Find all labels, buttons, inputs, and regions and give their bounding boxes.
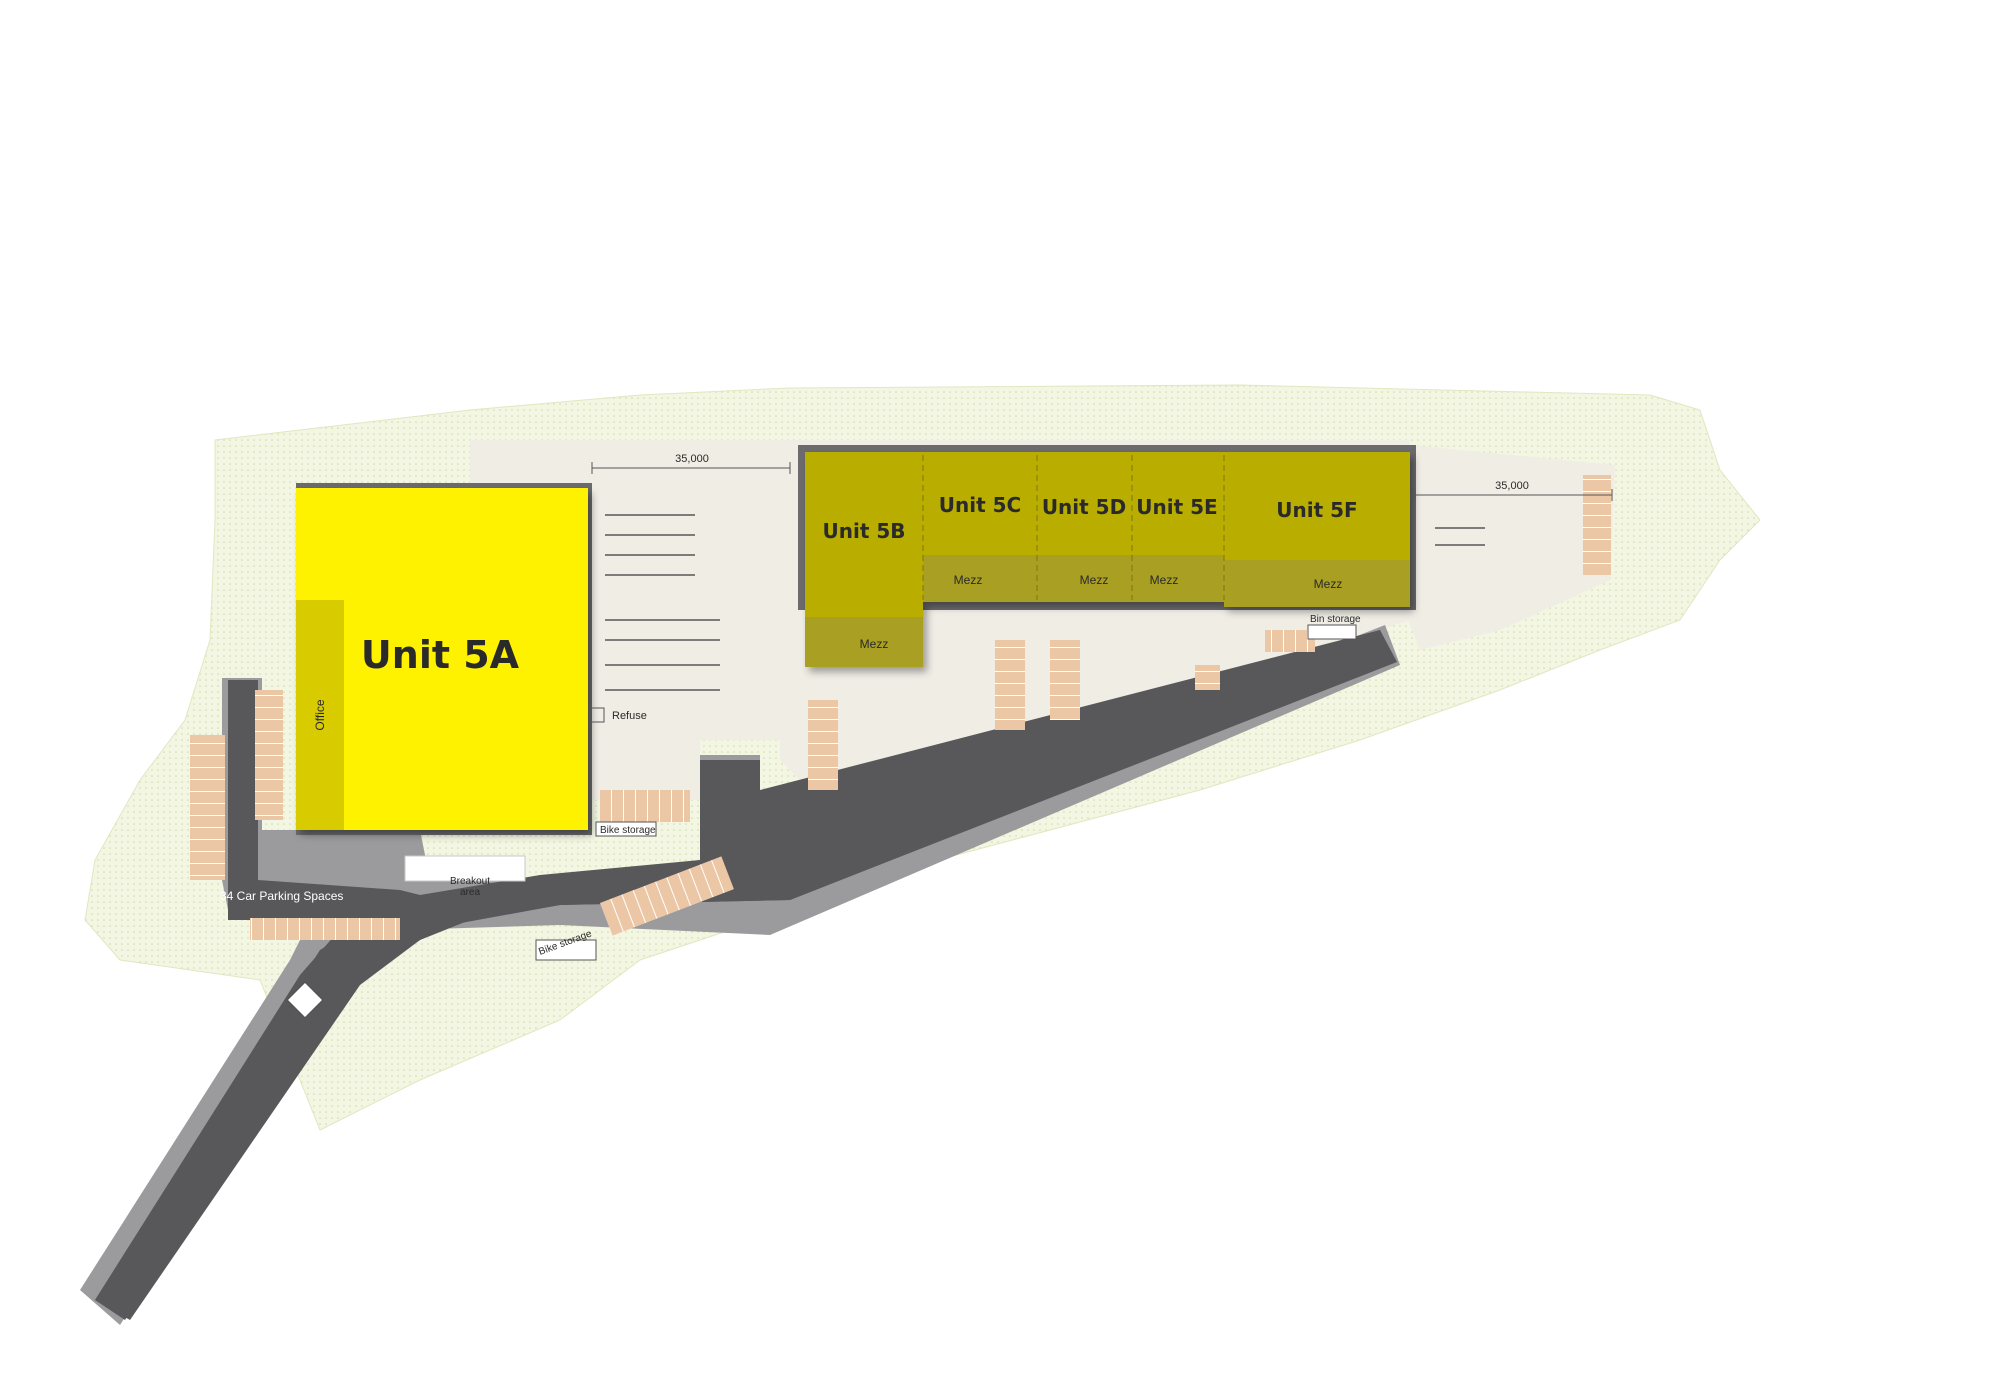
bin-storage-label: Bin storage [1310,614,1361,625]
dimension-right-label: 35,000 [1495,480,1529,492]
substation-icon [285,980,325,1020]
unit-5f-mezz [1224,560,1410,607]
unit-5a-office [296,600,344,830]
unit-5b-mezz-label: Mezz [860,637,889,651]
breakout-label-1: Breakout [450,876,490,887]
parking-bays-east [1583,475,1611,575]
unit-5d-mezz-label: Mezz [1080,573,1109,587]
unit-5d-mezz [1037,555,1132,602]
loading-arrows-5a [605,514,720,691]
unit-5f-mezz-label: Mezz [1314,577,1343,591]
bin-storage-icon [1307,624,1357,640]
unit-dividers [922,455,1225,600]
unit-5e-mezz-label: Mezz [1150,573,1179,587]
parking-bays-5e [1195,665,1220,690]
unit-5c-label: Unit 5C [939,493,1021,517]
breakout-label-2: area [460,887,480,898]
dimension-line-left [591,462,791,474]
main-road [95,630,1397,1320]
unit-5e-mezz [1132,555,1224,602]
unit-5e-label: Unit 5E [1136,495,1217,519]
parking-bays-road [600,856,734,936]
unit-5f-label: Unit 5F [1276,498,1357,522]
parking-bays-5f [1265,630,1315,652]
bike-storage-icon [595,821,657,837]
unit-5b-label: Unit 5B [822,519,905,543]
unit-5a[interactable] [296,488,588,830]
parking-bays-5d [1050,640,1080,720]
refuse-bin-icon [589,707,605,723]
unit-5d-label: Unit 5D [1042,495,1126,519]
unit-5c-mezz-label: Mezz [954,573,983,587]
unit-5c-mezz [923,555,1037,602]
road-kerb [80,625,1400,1325]
parking-bays-yard-left [600,790,690,822]
units-5b-5f [805,452,1410,667]
bike-storage-label: Bike storage [600,825,656,836]
service-yard-right [1400,445,1615,650]
parking-bays-central [808,700,838,790]
parking-label: 34 Car Parking Spaces [220,889,343,903]
parking-bays-5c [995,640,1025,730]
parking-bays-west-1 [190,735,225,880]
parking-bays-west-2 [255,690,283,820]
breakout-area [404,855,526,882]
office-label: Office [313,699,327,730]
loading-arrows-5f [1435,527,1485,546]
unit-5b-mezz [805,617,923,667]
unit-5a-label: Unit 5A [361,633,520,677]
refuse-label: Refuse [612,710,647,722]
dimension-line-right [1414,489,1613,501]
parking-bays-south [250,918,400,940]
bike-storage-road-icon [535,939,597,961]
dimension-left-label: 35,000 [675,453,709,465]
